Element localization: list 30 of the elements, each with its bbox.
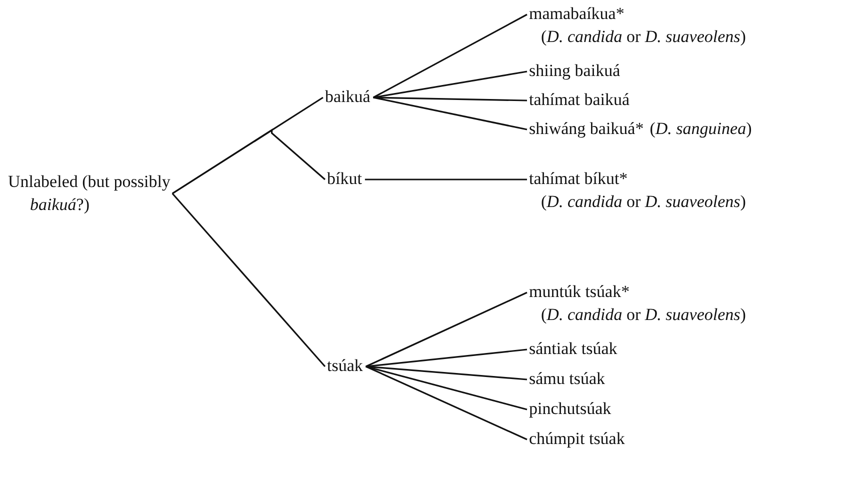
branch-line — [172, 128, 326, 194]
taxon-label: bíkut — [327, 169, 362, 188]
species-note: (D. candida or D. suaveolens) — [541, 190, 746, 213]
branch-line — [373, 96, 528, 102]
branch-line — [364, 178, 527, 180]
taxon-label: shiing baikuá — [529, 61, 620, 80]
taxon-label: baikuá — [325, 87, 370, 106]
taxon-label: sámu tsúak — [529, 369, 606, 388]
taxon-label: shiwáng baikuá* — [529, 119, 644, 138]
species-note: (D. candida or D. suaveolens) — [541, 26, 746, 48]
taxon-label: sántiak tsúak — [529, 339, 618, 358]
taxon-label: tsúak — [327, 356, 363, 375]
branch-line — [366, 366, 528, 410]
taxon-label: Unlabeled (but possibly baikuá?) — [8, 172, 170, 214]
branch-line — [366, 292, 528, 368]
branch-line — [372, 14, 528, 98]
taxon-label: tahímat bíkut* — [529, 169, 628, 188]
taxon-label: chúmpit tsúak — [529, 429, 625, 448]
species-note: (D. candida or D. suaveolens) — [541, 304, 746, 326]
taxon-label: pinchutsúak — [529, 399, 612, 418]
branch-line — [366, 366, 528, 440]
species-note: (D. sanguinea) — [650, 119, 752, 138]
branch-line — [373, 70, 528, 98]
taxon-label: mamabaíkua* — [529, 4, 624, 23]
taxon-label: tahímat baikuá — [529, 90, 630, 109]
branch-line — [366, 366, 528, 380]
branch-line — [172, 192, 326, 368]
branch-line — [366, 348, 528, 368]
branch-line — [373, 96, 528, 130]
taxon-label: muntúk tsúak* — [529, 282, 630, 301]
